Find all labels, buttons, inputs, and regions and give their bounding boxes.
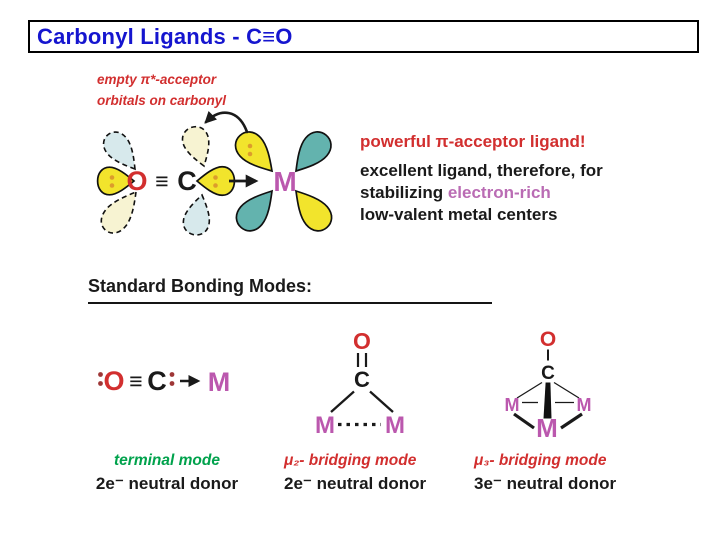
- description-line3-highlight: electron-rich: [447, 183, 551, 202]
- lone-pair-dot: [169, 372, 175, 377]
- mu2-c-label: C: [354, 367, 370, 392]
- electron-dot: [213, 175, 218, 180]
- mu3-c-label: C: [541, 363, 555, 384]
- c-sigma-lone-pair-lobe: [196, 165, 236, 197]
- terminal-c-label: C: [147, 366, 167, 396]
- terminal-o-label: O: [103, 366, 124, 396]
- c-pi-star-lobe-upper: [178, 122, 217, 171]
- electron-dot: [109, 183, 115, 188]
- mu3-c-mleft-bond: [516, 381, 543, 399]
- pi-star-annotation: empty π*-acceptor orbitals on carbonyl: [97, 69, 226, 111]
- terminal-mode-donor: 2e⁻ neutral donor: [95, 474, 239, 493]
- mu2-m-left-label: M: [315, 412, 335, 439]
- annotation-line1: empty π*-acceptor: [97, 72, 217, 87]
- annotation-line2: orbitals on carbonyl: [97, 93, 227, 108]
- bonding-modes-diagram: O ≡ C M O C M M O C: [98, 328, 592, 443]
- mu3-wedge-bond: [543, 382, 552, 419]
- description-line4: low-valent metal centers: [360, 205, 558, 224]
- mu3-m-right-label: M: [577, 395, 592, 415]
- mu3-m-bottom-label: M: [536, 413, 558, 443]
- mu2-m-right-label: M: [385, 412, 405, 439]
- lone-pair-dot: [98, 372, 103, 377]
- terminal-mode-name: terminal mode: [114, 452, 220, 469]
- mu3-mleft-mbottom-bond: [513, 412, 535, 430]
- mu3-c-mright-bond: [553, 381, 580, 399]
- mu3-mode-labels: μ₃- bridging mode 3e⁻ neutral donor: [474, 452, 656, 494]
- terminal-triple-bond: ≡: [129, 368, 142, 394]
- orbital-c-label: C: [177, 166, 197, 196]
- electron-dot: [109, 175, 115, 180]
- mu2-mode-donor: 2e⁻ neutral donor: [284, 474, 427, 493]
- mu3-structure: O C M M M: [505, 328, 592, 443]
- description-line2: excellent ligand, therefore, for: [360, 161, 603, 180]
- description-line1: powerful π-acceptor ligand!: [360, 132, 586, 151]
- mu3-mright-mbottom-bond: [560, 412, 583, 430]
- terminal-structure: O ≡ C M: [98, 366, 230, 397]
- lone-pair-dot: [98, 381, 103, 386]
- mu3-mode-donor: 3e⁻ neutral donor: [474, 474, 617, 493]
- description-line3-prefix: stabilizing: [360, 183, 448, 202]
- mu2-structure: O C M M: [315, 328, 405, 439]
- mu2-mode-labels: μ₂- bridging mode 2e⁻ neutral donor: [284, 452, 462, 494]
- mu2-o-label: O: [353, 328, 371, 354]
- mu2-bond-left: [330, 390, 355, 413]
- mu3-mode-name: μ₃- bridging mode: [474, 452, 607, 469]
- title-box: Carbonyl Ligands - C≡O: [28, 20, 699, 53]
- back-donation-arrow-icon: [204, 111, 249, 134]
- orbital-o-label: O: [126, 166, 147, 196]
- page-title: Carbonyl Ligands - C≡O: [37, 24, 293, 49]
- mu3-o-label: O: [540, 328, 556, 351]
- mu2-mode-name: μ₂- bridging mode: [284, 452, 417, 469]
- terminal-m-label: M: [208, 367, 231, 397]
- section-heading-text: Standard Bonding Modes:: [88, 276, 312, 296]
- electron-dot: [213, 183, 218, 188]
- orbital-triple-bond: ≡: [155, 168, 168, 194]
- c-pi-star-lobe-lower: [180, 191, 216, 239]
- section-heading: Standard Bonding Modes:: [88, 276, 492, 304]
- lone-pair-dot: [169, 381, 175, 386]
- terminal-mode-labels: terminal mode 2e⁻ neutral donor: [83, 452, 251, 494]
- description-line3: stabilizing electron-rich: [360, 182, 603, 204]
- mu2-bond-right: [369, 390, 394, 413]
- orbital-diagram: O ≡ C M: [95, 111, 339, 240]
- mu3-m-left-label: M: [505, 395, 520, 415]
- orbital-m-label: M: [273, 166, 296, 197]
- electron-dot: [247, 151, 253, 157]
- electron-dot: [247, 143, 253, 149]
- description-block: powerful π-acceptor ligand! excellent li…: [360, 131, 603, 226]
